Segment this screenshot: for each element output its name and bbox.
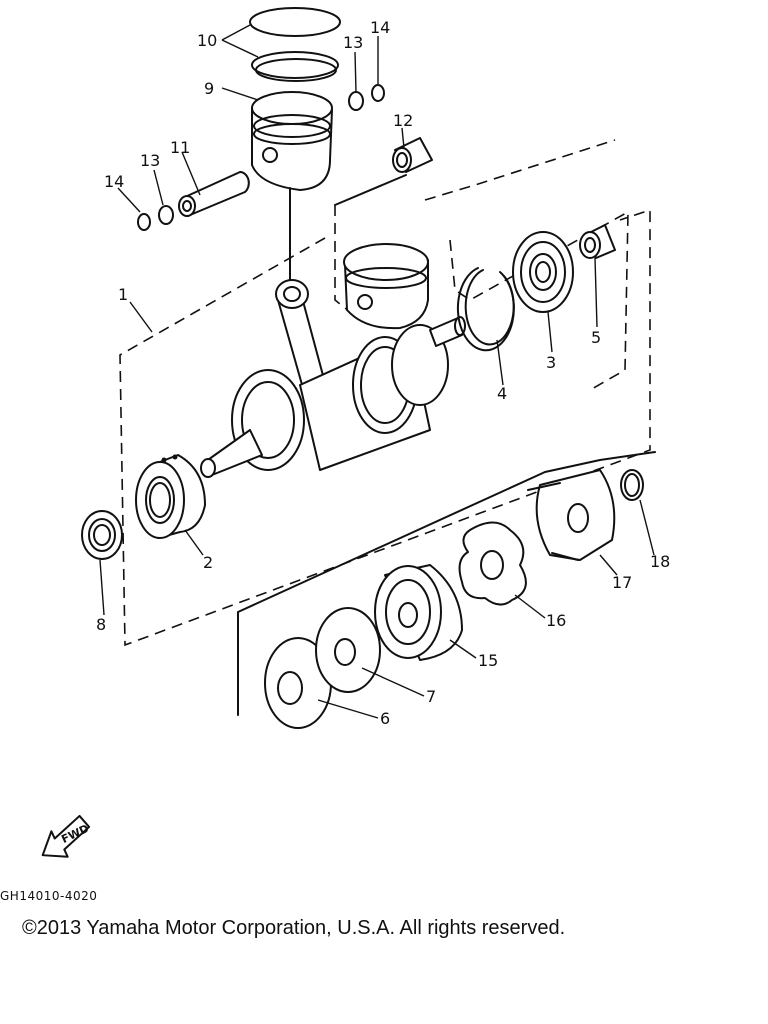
callout-16: 16 bbox=[546, 611, 566, 630]
callout-7: 7 bbox=[426, 687, 436, 706]
piston bbox=[251, 91, 333, 281]
fwd-arrow-icon: FWD bbox=[41, 814, 91, 858]
callout-14-left: 14 bbox=[104, 172, 124, 191]
callout-13-left: 13 bbox=[140, 151, 160, 170]
callout-6: 6 bbox=[380, 709, 390, 728]
collar bbox=[579, 224, 616, 259]
part-code: GH14010-4020 bbox=[0, 889, 98, 903]
callout-10: 10 bbox=[197, 31, 217, 50]
callout-13-top: 13 bbox=[343, 33, 363, 52]
callout-3: 3 bbox=[546, 353, 556, 372]
oil-seal bbox=[81, 510, 123, 560]
callout-12: 12 bbox=[393, 111, 413, 130]
piston-pin bbox=[178, 171, 250, 217]
callout-17: 17 bbox=[612, 573, 632, 592]
callout-9: 9 bbox=[204, 79, 214, 98]
exploded-parts-diagram: 10 9 13 14 12 11 13 14 1 2 8 3 4 5 6 7 1… bbox=[41, 7, 670, 858]
leader-lines bbox=[99, 24, 655, 719]
callout-2: 2 bbox=[203, 553, 213, 572]
coupling-17 bbox=[527, 469, 616, 561]
o-ring bbox=[620, 469, 644, 501]
callout-15: 15 bbox=[478, 651, 498, 670]
plate-7 bbox=[315, 607, 381, 693]
coupling-parts-boundary bbox=[237, 451, 656, 716]
callout-11: 11 bbox=[170, 138, 190, 157]
callout-labels: 10 9 13 14 12 11 13 14 1 2 8 3 4 5 6 7 1… bbox=[96, 18, 670, 728]
copyright-notice: ©2013 Yamaha Motor Corporation, U.S.A. A… bbox=[22, 917, 566, 939]
crankshaft bbox=[200, 243, 466, 478]
washer-6 bbox=[264, 637, 332, 729]
callout-8: 8 bbox=[96, 615, 106, 634]
main-bearing-rear bbox=[512, 231, 574, 313]
callout-4: 4 bbox=[497, 384, 507, 403]
snap-ring bbox=[456, 267, 515, 352]
piston-rings bbox=[249, 7, 341, 82]
callout-18: 18 bbox=[650, 552, 670, 571]
callout-14-top: 14 bbox=[370, 18, 390, 37]
damper-16 bbox=[458, 521, 527, 606]
coupling-15 bbox=[374, 564, 463, 661]
main-bearing-front bbox=[135, 454, 206, 539]
needle-bearing bbox=[334, 137, 433, 206]
callout-5: 5 bbox=[591, 328, 601, 347]
callout-1: 1 bbox=[118, 285, 128, 304]
